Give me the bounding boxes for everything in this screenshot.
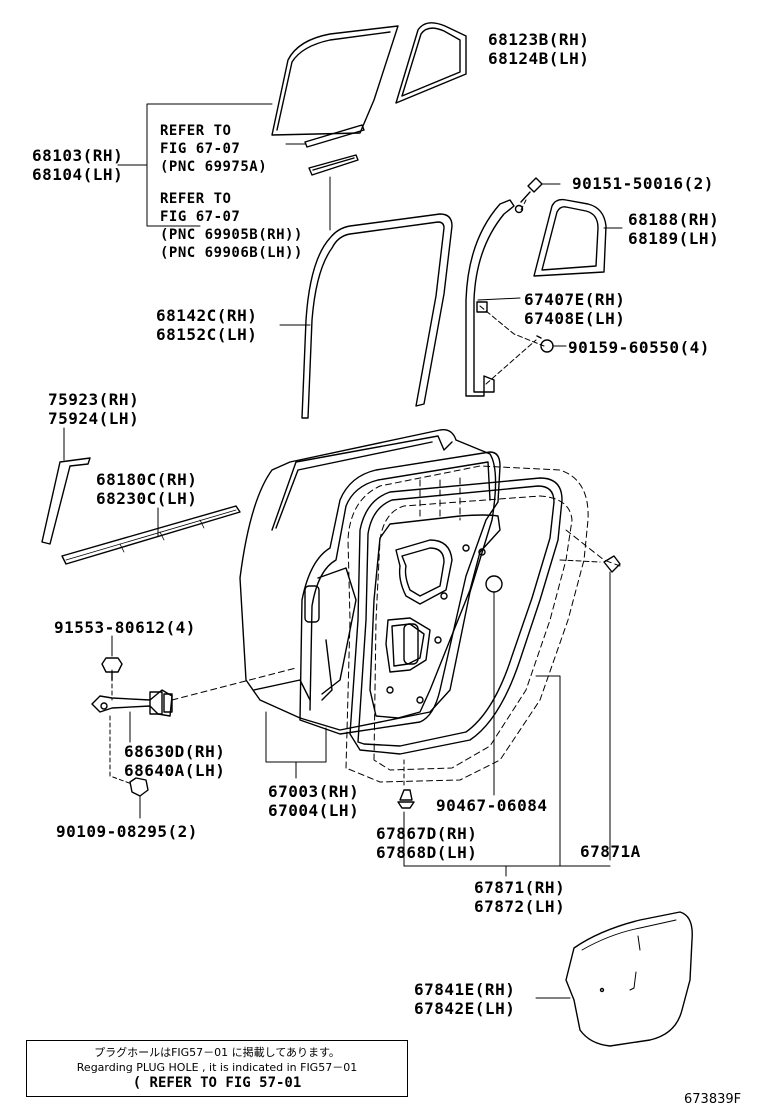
clip-67867D (397, 789, 415, 809)
label-67003: 67003(RH)67004(LH) (268, 782, 360, 820)
inner-panel (369, 514, 501, 719)
label-91553: 91553-80612(4) (54, 618, 196, 637)
label-90151: 90151-50016(2) (572, 174, 714, 193)
label-67871A: 67871A (580, 842, 641, 861)
label-90109: 90109-08295(2) (56, 822, 198, 841)
door-trim-outline (345, 465, 621, 783)
clip-right (603, 555, 621, 573)
label-68180C: 68180C(RH)68230C(LH) (96, 470, 198, 508)
door-panel (239, 429, 497, 731)
figure-id: 673839F (684, 1092, 742, 1107)
label-68123B: 68123B(RH)68124B(LH) (488, 30, 590, 68)
label-68103: 68103(RH)68104(LH) (32, 146, 124, 184)
note-japanese: プラグホールはFIG57－01 に掲載してあります。 (94, 1046, 340, 1059)
bolt-90109 (129, 777, 149, 797)
plug-hole-note: プラグホールはFIG57－01 に掲載してあります。 Regarding PLU… (26, 1040, 408, 1097)
label-68142C: 68142C(RH)68152C(LH) (156, 306, 258, 344)
label-90159: 90159-60550(4) (568, 338, 710, 357)
screw-90151 (520, 177, 543, 203)
note-refer: ( REFER TO FIG 57-01 (132, 1075, 302, 1091)
label-90467: 90467-06084 (436, 796, 548, 815)
bolt-91553 (101, 657, 123, 681)
weatherstrip (349, 477, 563, 755)
belt-moulding (304, 124, 365, 176)
label-67407E: 67407E(RH)67408E(LH) (524, 290, 626, 328)
service-hole-cover (565, 911, 693, 1047)
quarter-glass (395, 22, 467, 104)
label-68630D: 68630D(RH)68640A(LH) (124, 742, 226, 780)
glass-run (301, 213, 453, 419)
label-67867D: 67867D(RH)67868D(LH) (376, 824, 478, 862)
label-68188: 68188(RH)68189(LH) (628, 210, 720, 248)
outside-moulding (61, 505, 241, 565)
quarter-frame (533, 198, 607, 277)
note-english: Regarding PLUG HOLE , it is indicated in… (76, 1061, 358, 1074)
label-75923: 75923(RH)75924(LH) (48, 390, 140, 428)
door-check (91, 689, 173, 717)
garnish-75923 (41, 457, 91, 545)
door-inner (299, 451, 501, 735)
center-channel (465, 199, 524, 397)
plug-90467 (485, 575, 503, 593)
screw-90159 (536, 335, 554, 353)
label-67871: 67871(RH)67872(LH) (474, 878, 566, 916)
leader-68103 (117, 103, 331, 231)
door-glass (271, 25, 399, 136)
label-67841E: 67841E(RH)67842E(LH) (414, 980, 516, 1018)
